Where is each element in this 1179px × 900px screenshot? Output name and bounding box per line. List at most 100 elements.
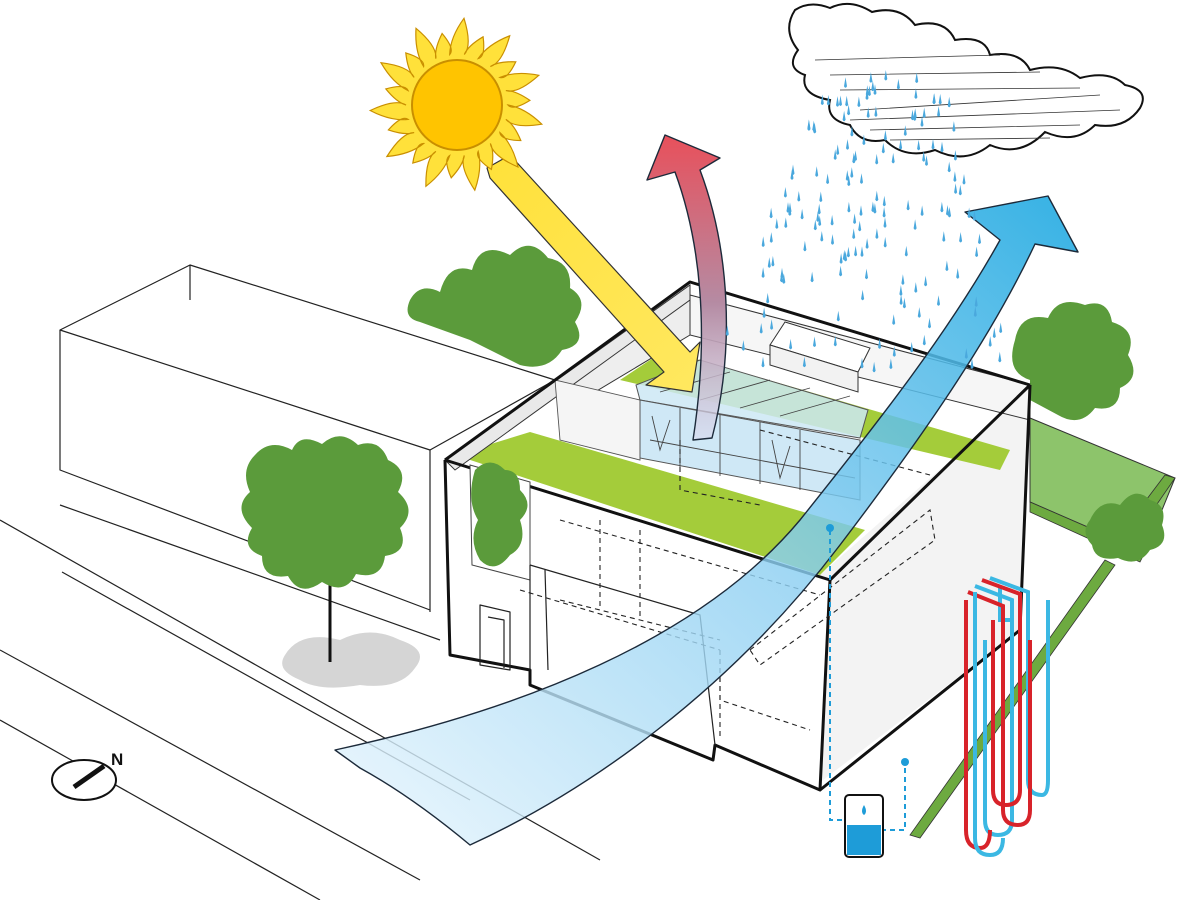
rainwater-system bbox=[826, 524, 909, 858]
rain-drop bbox=[914, 282, 918, 293]
rain-drop bbox=[813, 336, 816, 347]
rain-drop bbox=[847, 175, 851, 186]
rain-drop bbox=[790, 169, 794, 180]
rain-drop bbox=[956, 268, 960, 279]
rain-drop bbox=[948, 206, 951, 218]
rain-drop bbox=[782, 273, 786, 284]
rain-drop bbox=[847, 201, 851, 213]
rain-drop bbox=[788, 202, 792, 213]
rain-drop bbox=[759, 323, 763, 334]
rain-drop bbox=[883, 217, 887, 228]
rain-drop bbox=[854, 150, 857, 161]
rain-drop bbox=[812, 120, 816, 132]
rain-drop bbox=[992, 327, 996, 338]
rain-drop bbox=[865, 85, 869, 96]
rain-drop bbox=[902, 297, 906, 309]
rain-drop bbox=[845, 95, 849, 107]
rain-drop bbox=[800, 208, 804, 220]
rain-drop bbox=[871, 201, 875, 212]
rain-drop bbox=[928, 317, 931, 329]
rain-drop bbox=[896, 78, 900, 90]
rain-drop bbox=[846, 139, 849, 150]
rain-drop bbox=[839, 265, 843, 277]
rain-drop bbox=[925, 155, 928, 166]
rain-drop bbox=[836, 310, 840, 322]
rain-drop bbox=[852, 152, 856, 164]
rain-drop bbox=[802, 356, 806, 368]
rain-drop bbox=[865, 268, 868, 280]
rain-drop bbox=[967, 207, 971, 218]
rain-drop bbox=[959, 232, 963, 243]
rain-drop bbox=[826, 94, 830, 106]
rain-drop bbox=[973, 306, 977, 317]
rain-drop bbox=[725, 325, 729, 336]
rain-drop bbox=[761, 267, 765, 278]
cloud-icon bbox=[788, 2, 1144, 158]
rain-drop bbox=[767, 257, 771, 268]
compass-icon: N bbox=[51, 750, 123, 801]
rain-drop bbox=[940, 201, 944, 213]
rain-drop bbox=[947, 96, 951, 108]
tree-shadow bbox=[282, 632, 420, 688]
rain-drop bbox=[784, 217, 788, 228]
rain-drop bbox=[769, 207, 773, 219]
rain-icon bbox=[725, 70, 1003, 373]
rain-drop bbox=[819, 191, 823, 202]
rain-drop bbox=[937, 295, 940, 306]
rain-drop bbox=[789, 338, 793, 350]
rain-drop bbox=[820, 94, 824, 105]
rain-drop bbox=[998, 351, 1002, 363]
rain-drop bbox=[946, 205, 949, 216]
rain-drop bbox=[962, 174, 966, 185]
rain-drop bbox=[850, 125, 854, 137]
rain-drop bbox=[860, 357, 864, 369]
rain-drop bbox=[922, 334, 926, 346]
rain-drop bbox=[769, 232, 773, 243]
tree-icon bbox=[1012, 301, 1134, 421]
rain-drop bbox=[816, 211, 820, 222]
rain-drop bbox=[889, 358, 893, 369]
rain-drop bbox=[978, 233, 981, 244]
rain-drop bbox=[903, 125, 907, 136]
rain-drop bbox=[899, 139, 903, 150]
rain-drop bbox=[945, 260, 949, 271]
rain-drop bbox=[883, 130, 887, 141]
rain-drop bbox=[914, 88, 918, 99]
rain-drop bbox=[862, 134, 866, 145]
rain-drop bbox=[770, 319, 774, 330]
rain-drop bbox=[999, 322, 1003, 333]
rain-drop bbox=[836, 96, 839, 107]
rain-drop bbox=[831, 234, 834, 245]
rain-drop bbox=[854, 245, 858, 257]
rain-drop bbox=[780, 267, 784, 279]
rain-drop bbox=[953, 150, 957, 161]
rain-drop bbox=[931, 138, 935, 150]
rain-drop bbox=[884, 70, 888, 81]
rain-drop bbox=[938, 93, 942, 105]
rain-drop bbox=[861, 289, 865, 301]
rain-drop bbox=[881, 142, 885, 154]
rain-drop bbox=[942, 231, 946, 242]
rain-drop bbox=[853, 213, 857, 224]
rain-drop bbox=[901, 274, 905, 285]
rain-drop bbox=[826, 173, 830, 184]
rain-drop bbox=[972, 210, 976, 221]
rain-drop bbox=[882, 195, 886, 207]
rain-drop bbox=[882, 206, 886, 218]
rain-drop bbox=[850, 167, 854, 178]
rain-drop bbox=[833, 149, 837, 160]
rain-drop bbox=[915, 72, 919, 83]
rain-drop bbox=[818, 215, 822, 226]
rain-drop bbox=[857, 96, 861, 107]
rain-drop bbox=[917, 139, 921, 151]
rain-drop bbox=[847, 104, 851, 116]
rain-drop bbox=[910, 341, 914, 353]
rain-drop bbox=[807, 120, 811, 131]
rain-drop bbox=[803, 240, 807, 252]
rain-drop bbox=[920, 205, 924, 216]
rain-drop bbox=[954, 183, 958, 194]
sun-beam-arrow bbox=[486, 154, 701, 393]
rain-drop bbox=[839, 253, 843, 264]
rain-drop bbox=[953, 171, 957, 182]
rain-drop bbox=[869, 72, 873, 83]
